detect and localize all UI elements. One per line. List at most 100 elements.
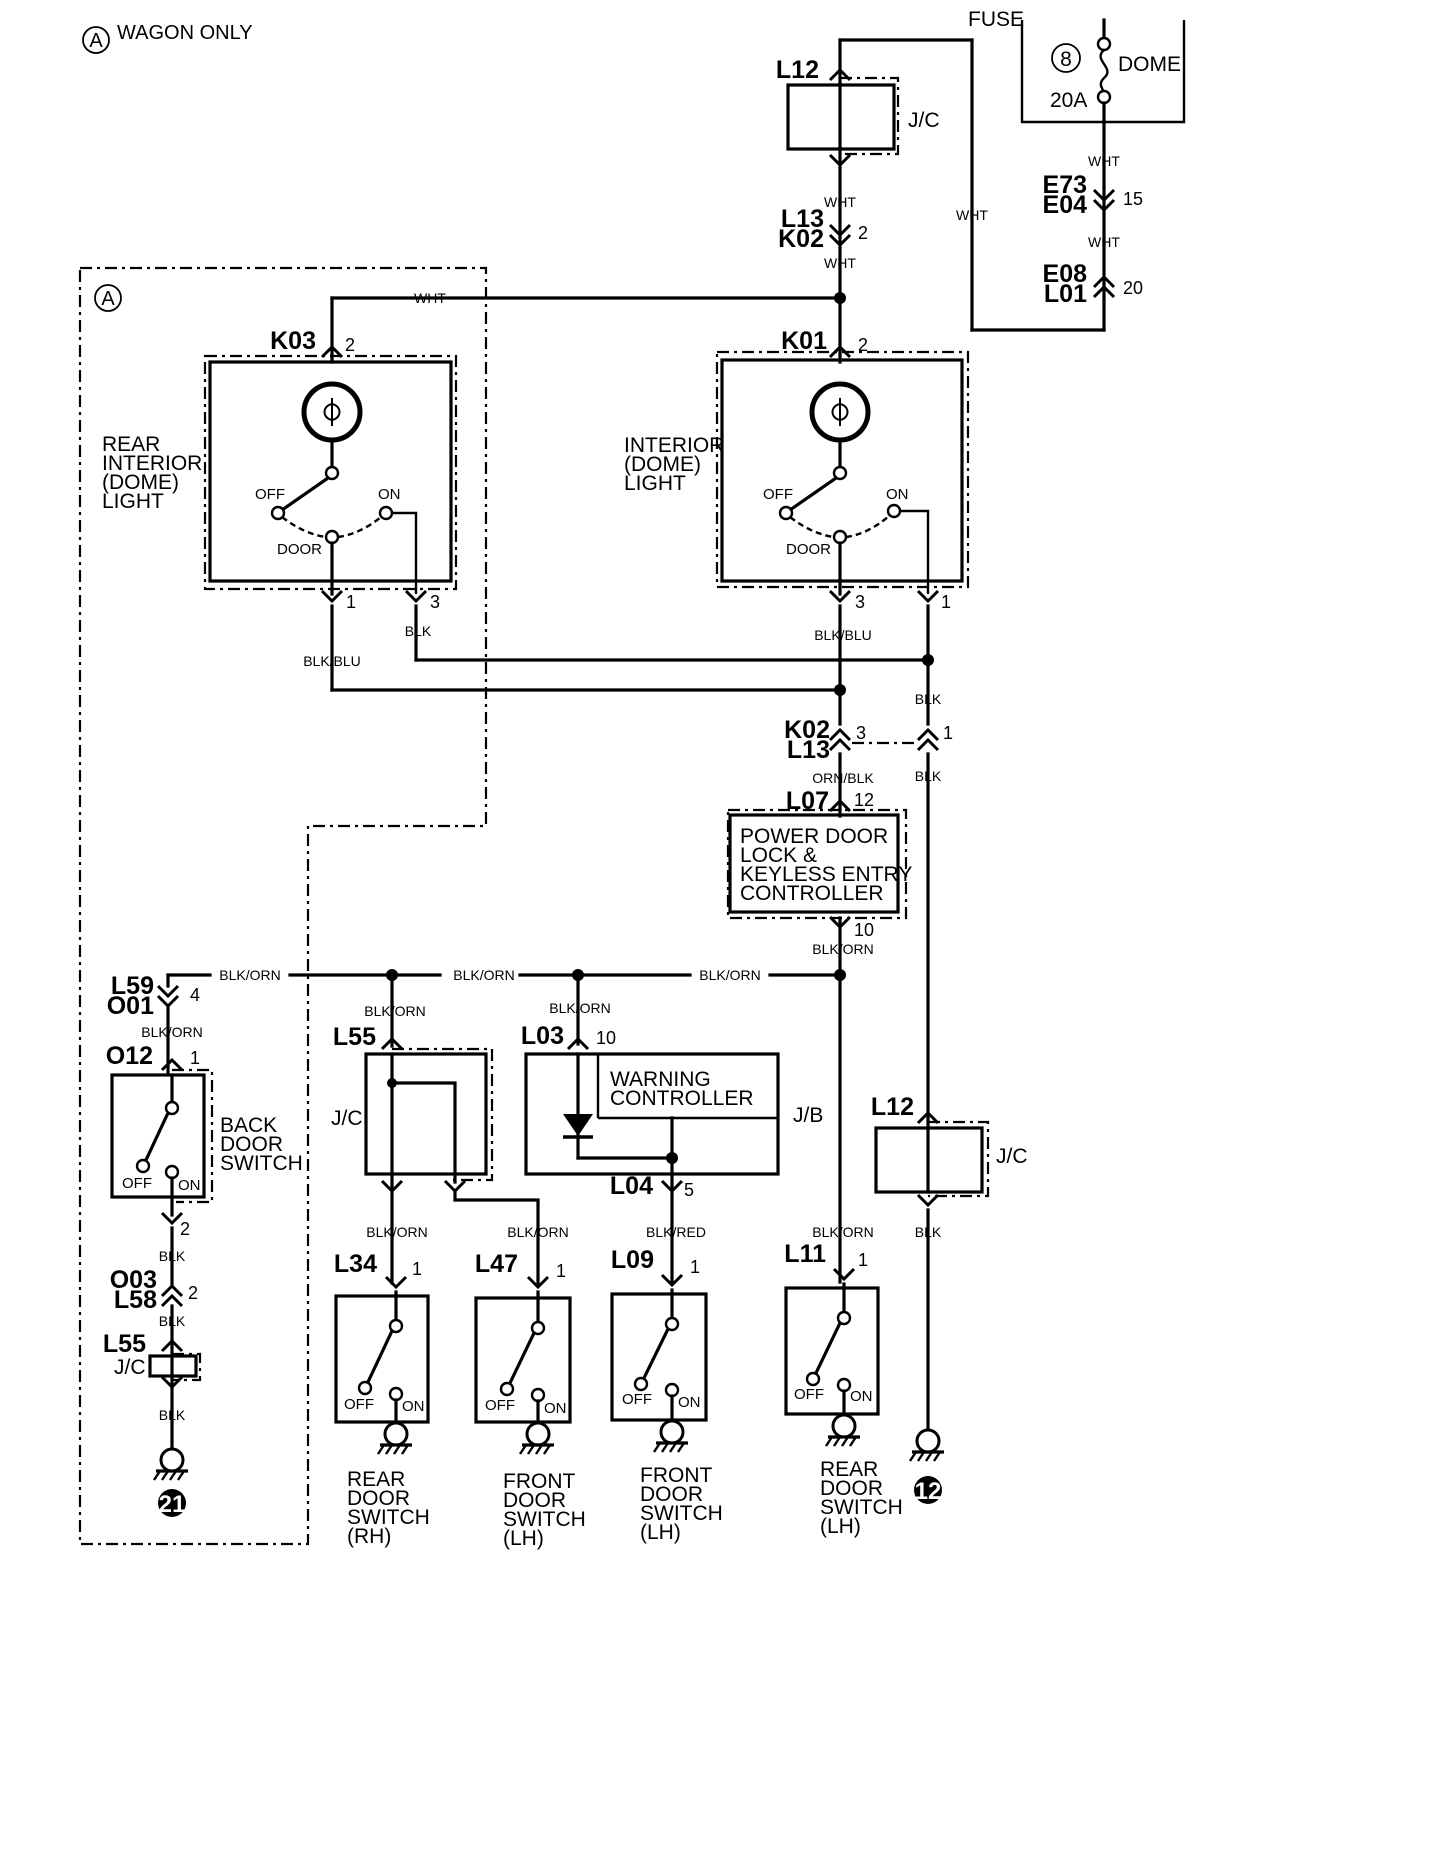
- svg-text:1: 1: [346, 592, 356, 612]
- svg-text:SWITCH: SWITCH: [503, 1508, 586, 1531]
- wire-label: BLK/ORN: [141, 1024, 202, 1040]
- fuse-terminal-top: [1096, 36, 1112, 52]
- wire-label: WHT: [414, 290, 446, 306]
- svg-text:J/C: J/C: [114, 1356, 146, 1379]
- svg-text:O03: O03: [110, 1266, 157, 1294]
- switch-lever: [813, 1320, 843, 1376]
- svg-text:10: 10: [854, 920, 874, 940]
- svg-text:(LH): (LH): [820, 1515, 861, 1538]
- svg-text:(DOME): (DOME): [624, 453, 701, 476]
- joint-connector-l55-small: L55 J/C: [103, 1330, 202, 1389]
- svg-text:4: 4: [190, 985, 200, 1005]
- svg-text:2: 2: [180, 1219, 190, 1239]
- legend-marker: [82, 26, 110, 54]
- wire-label: BLK/RED: [646, 1224, 706, 1240]
- svg-text:15: 15: [1123, 189, 1143, 209]
- svg-text:L09: L09: [611, 1246, 654, 1274]
- svg-text:OFF: OFF: [122, 1175, 152, 1192]
- svg-text:SWITCH: SWITCH: [347, 1506, 430, 1529]
- svg-text:REAR: REAR: [820, 1458, 878, 1481]
- wire-label: BLK/ORN: [453, 967, 514, 983]
- svg-text:L47: L47: [475, 1250, 518, 1278]
- svg-text:INTERIOR: INTERIOR: [624, 434, 724, 457]
- svg-text:L13: L13: [787, 736, 830, 764]
- rear-door-switch-rh: L34 1 OFF ON REAR DOOR SWITCH (RH): [334, 1250, 430, 1548]
- switch-lever: [641, 1326, 671, 1381]
- front-door-switch-lh-2: L09 1 OFF ON FRONT DOOR SWITCH (LH): [610, 1246, 723, 1544]
- jc-label: J/C: [908, 109, 940, 132]
- power-door-lock-controller: L07 12 POWER DOOR LOCK & KEYLESS ENTRY C…: [726, 787, 912, 940]
- fuse-name: DOME: [1118, 53, 1181, 76]
- svg-text:L12: L12: [871, 1093, 914, 1121]
- svg-text:O01: O01: [107, 992, 154, 1020]
- svg-text:3: 3: [855, 592, 865, 612]
- wire-label: BLK: [159, 1248, 186, 1264]
- ground-number: 12: [915, 1478, 942, 1505]
- switch-lever: [365, 1328, 395, 1385]
- svg-text:ON: ON: [178, 1177, 201, 1194]
- svg-text:DOOR: DOOR: [820, 1477, 883, 1500]
- wire-label: BLK: [159, 1313, 186, 1329]
- svg-text:2: 2: [188, 1283, 198, 1303]
- region-marker-letter: A: [101, 288, 115, 310]
- joint-connector-l55: L55 J/C: [331, 1023, 494, 1285]
- wire-label: WHT: [824, 194, 856, 210]
- svg-text:K02: K02: [778, 225, 824, 253]
- svg-text:DOOR: DOOR: [640, 1483, 703, 1506]
- svg-text:ON: ON: [850, 1388, 873, 1405]
- svg-text:K03: K03: [270, 327, 316, 355]
- svg-text:DOOR: DOOR: [347, 1487, 410, 1510]
- svg-text:2: 2: [345, 335, 355, 355]
- wire-label: WHT: [824, 255, 856, 271]
- svg-text:1: 1: [412, 1259, 422, 1279]
- connector-l13-k02: L13 K02 2: [778, 205, 868, 253]
- wire-label: BLK/ORN: [549, 1000, 610, 1016]
- svg-text:E08: E08: [1043, 260, 1088, 288]
- svg-text:(LH): (LH): [640, 1521, 681, 1544]
- svg-text:LIGHT: LIGHT: [102, 490, 164, 513]
- svg-text:1: 1: [941, 592, 951, 612]
- svg-text:WARNING: WARNING: [610, 1068, 711, 1091]
- warning-controller: L03 10 WARNING CONTROLLER J/B L04 5: [521, 1022, 823, 1200]
- wire-label: BLK/ORN: [219, 967, 280, 983]
- svg-text:3: 3: [430, 592, 440, 612]
- legend-marker-letter: A: [89, 30, 103, 52]
- svg-text:(RH): (RH): [347, 1525, 391, 1548]
- svg-text:3: 3: [856, 723, 866, 743]
- svg-text:DOOR: DOOR: [277, 541, 322, 558]
- ground-g12: 12: [908, 1428, 946, 1505]
- svg-text:J/C: J/C: [996, 1145, 1028, 1168]
- wire-label: WHT: [1088, 234, 1120, 250]
- svg-text:ON: ON: [886, 486, 909, 503]
- rear-interior-light: K03 2 OFF ON DOOR 1 3 REAR INTERIOR (DOM…: [102, 327, 458, 612]
- ground-g21: 21: [152, 1447, 190, 1518]
- svg-text:1: 1: [943, 723, 953, 743]
- svg-text:BACK: BACK: [220, 1114, 277, 1137]
- wire-label: BLK/ORN: [699, 967, 760, 983]
- svg-text:CONTROLLER: CONTROLLER: [740, 882, 884, 905]
- svg-text:L58: L58: [114, 1286, 157, 1314]
- svg-text:OFF: OFF: [344, 1396, 374, 1413]
- svg-text:OFF: OFF: [794, 1386, 824, 1403]
- svg-text:CONTROLLER: CONTROLLER: [610, 1087, 754, 1110]
- fuse-element: [1099, 49, 1109, 93]
- svg-text:1: 1: [190, 1048, 200, 1068]
- back-door-switch: O12 1 OFF ON 2 BACK DOOR SWITCH: [106, 1042, 303, 1239]
- fuse-box: FUSE 8 DOME 20A: [968, 8, 1186, 124]
- svg-text:2: 2: [858, 223, 868, 243]
- svg-text:10: 10: [596, 1028, 616, 1048]
- svg-text:K01: K01: [781, 327, 827, 355]
- switch-lever: [507, 1330, 537, 1386]
- wagon-only-region: [78, 266, 488, 1546]
- svg-text:POWER DOOR: POWER DOOR: [740, 825, 888, 848]
- svg-text:ON: ON: [378, 486, 401, 503]
- svg-text:SWITCH: SWITCH: [220, 1152, 303, 1175]
- splice-point: [922, 654, 934, 666]
- svg-text:K02: K02: [784, 716, 830, 744]
- svg-text:REAR: REAR: [102, 433, 160, 456]
- interior-dome-light: K01 2 OFF ON DOOR 3 1 INTERIOR (DOME) LI…: [624, 327, 970, 612]
- svg-text:L13: L13: [781, 205, 824, 233]
- wire-label: BLK: [915, 1224, 942, 1240]
- diode-icon: [563, 1114, 593, 1136]
